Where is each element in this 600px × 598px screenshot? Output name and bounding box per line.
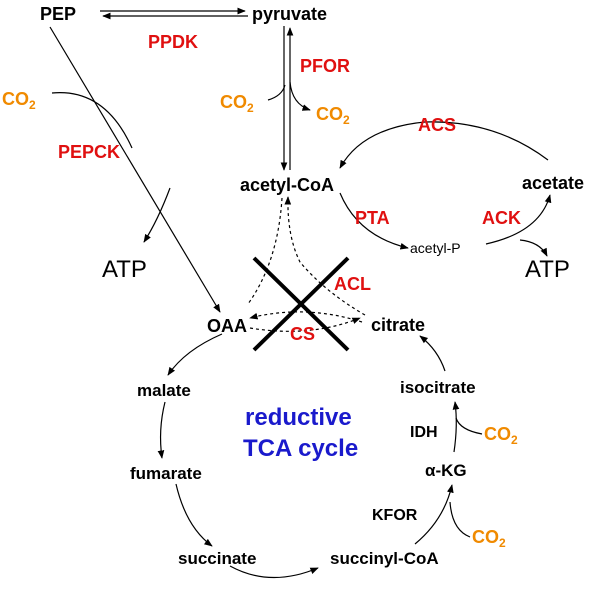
acetylp-label: acetyl-P (410, 240, 461, 256)
co2-idh-label: CO2 (484, 424, 518, 447)
oaa-to-malate-arrow (167, 333, 223, 376)
co2-kfor-label: CO2 (472, 527, 506, 550)
crossed-out-mark (252, 256, 350, 352)
pyruvate-label: pyruvate (252, 4, 327, 24)
idh-co2-in-curve (455, 417, 483, 435)
pfor-co2-in-curve (267, 84, 286, 101)
oaa-label: OAA (207, 316, 247, 336)
pepck-atp-out-curve (143, 187, 171, 243)
co2-pfor-out-label: CO2 (316, 104, 350, 127)
co2-pepck-label: CO2 (2, 89, 36, 112)
pep-to-oaa-arrow (49, 26, 221, 313)
succinate-label: succinate (178, 549, 256, 568)
ack-atp-out-curve (519, 239, 548, 257)
atp-left-label: ATP (102, 256, 147, 283)
succinylcoa-label: succinyl-CoA (330, 549, 439, 568)
malate-to-fumarate-arrow (157, 401, 166, 459)
citrate-to-oaa-dotted (249, 311, 363, 323)
succinate-to-succinylcoa-arrow (229, 565, 319, 579)
pfor-enzyme: PFOR (300, 56, 350, 76)
pfor-co2-out-curve (289, 81, 311, 111)
ack-enzyme: ACK (482, 208, 521, 228)
akg-label: α-KG (425, 461, 467, 480)
succinylcoa-to-akg-arrow (414, 484, 454, 545)
isocitrate-label: isocitrate (400, 378, 476, 397)
akg-to-isocitrate-arrow (452, 401, 460, 453)
isocitrate-to-citrate-arrow (419, 335, 446, 372)
pepck-co2-in-curve (51, 92, 133, 149)
acl-enzyme: ACL (334, 274, 371, 294)
fumarate-label: fumarate (130, 464, 202, 483)
ppdk-enzyme: PPDK (148, 32, 198, 52)
pepck-enzyme: PEPCK (58, 142, 120, 162)
co2-pfor-in-label: CO2 (220, 92, 254, 115)
pta-enzyme: PTA (355, 208, 390, 228)
kfor-co2-in-curve (449, 501, 471, 538)
fumarate-to-succinate-arrow (175, 483, 213, 547)
acetylcoa-to-acetylp-arrow (339, 192, 409, 250)
malate-label: malate (137, 381, 191, 400)
acs-enzyme: ACS (418, 115, 456, 135)
kfor-enzyme: KFOR (372, 507, 418, 524)
citrate-label: citrate (371, 315, 425, 335)
idh-enzyme: IDH (410, 424, 438, 441)
acetylp-to-acetate-arrow (485, 194, 552, 245)
cycle-title-line2: TCA cycle (243, 435, 358, 462)
acetylcoa-to-citrate-dotted (247, 197, 283, 305)
acetate-to-acetylcoa-arrow (339, 121, 549, 169)
atp-right-label: ATP (525, 256, 570, 283)
pep-label: PEP (40, 4, 76, 24)
acetylcoa-label: acetyl-CoA (240, 175, 334, 195)
oaa-to-citrate-dotted (249, 317, 361, 332)
acetate-label: acetate (522, 173, 584, 193)
cycle-title-line1: reductive (245, 404, 352, 431)
cs-enzyme: CS (290, 324, 315, 344)
citrate-to-acetylcoa-dotted (284, 196, 366, 316)
